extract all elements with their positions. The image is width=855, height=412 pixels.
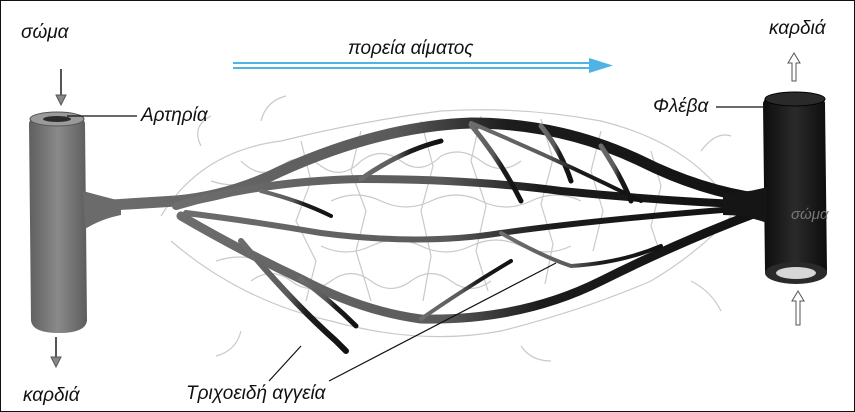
vein-vessel <box>723 92 827 284</box>
label-body-top-left: σώμα <box>21 23 69 42</box>
label-heart-bottom-left: καρδιά <box>23 386 80 405</box>
label-flow-direction: πορεία αίματος <box>348 39 474 58</box>
label-heart-top-right: καρδιά <box>769 19 826 38</box>
flow-direction-arrow <box>233 58 613 73</box>
label-artery: Αρτηρία <box>141 106 208 125</box>
label-body-right: σώμα <box>791 207 829 222</box>
arrow-into-vein <box>792 291 804 325</box>
capillary-network <box>96 123 761 351</box>
label-capillaries: Τριχοειδή αγγεία <box>186 384 326 403</box>
artery-vessel <box>29 112 121 333</box>
arrow-out-artery <box>51 337 61 367</box>
arrow-into-artery <box>56 69 66 105</box>
arrow-out-vein <box>788 53 800 81</box>
label-vein: Φλέβα <box>653 97 708 116</box>
